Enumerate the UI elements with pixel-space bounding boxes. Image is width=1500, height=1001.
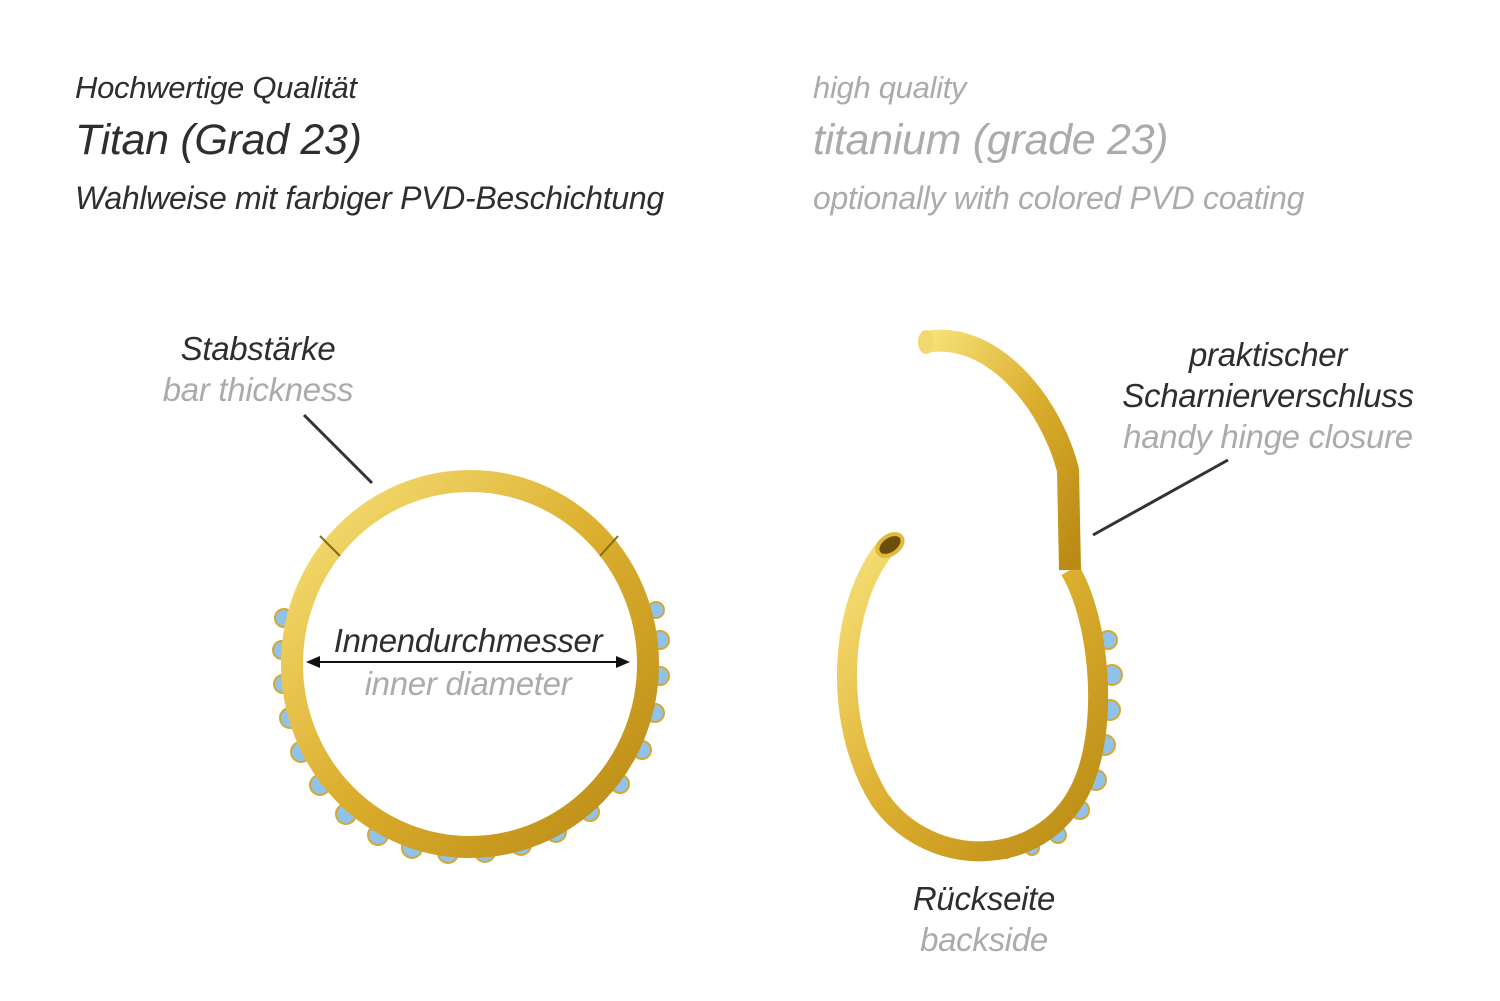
bar-thickness-leader — [302, 413, 374, 485]
back-ring-hinge-segment — [923, 329, 1081, 571]
backside-de: Rückseite — [912, 880, 1056, 917]
hinge-de-1: praktischer — [1188, 336, 1348, 373]
quality-de: Hochwertige Qualität — [75, 70, 357, 105]
inner-diameter-de: Innendurchmesser — [333, 622, 603, 659]
inner-diameter-en: inner diameter — [364, 665, 572, 702]
material-en: titanium (grade 23) — [813, 116, 1169, 164]
front-ring — [281, 470, 659, 858]
material-de: Titan (Grad 23) — [75, 116, 362, 164]
backside-en: backside — [920, 921, 1048, 958]
hinge-leader — [1092, 458, 1229, 537]
back-ring-lower — [836, 538, 1109, 862]
bar-thickness-en: bar thickness — [162, 371, 354, 408]
inner-diameter-arrow — [306, 656, 630, 668]
quality-en: high quality — [813, 70, 967, 105]
bar-thickness-de: Stabstärke — [180, 330, 336, 367]
coating-en: optionally with colored PVD coating — [813, 180, 1305, 216]
coating-de: Wahlweise mit farbiger PVD-Beschichtung — [75, 180, 664, 216]
hinge-en: handy hinge closure — [1123, 418, 1413, 455]
hinge-de-2: Scharnierverschluss — [1122, 377, 1414, 414]
